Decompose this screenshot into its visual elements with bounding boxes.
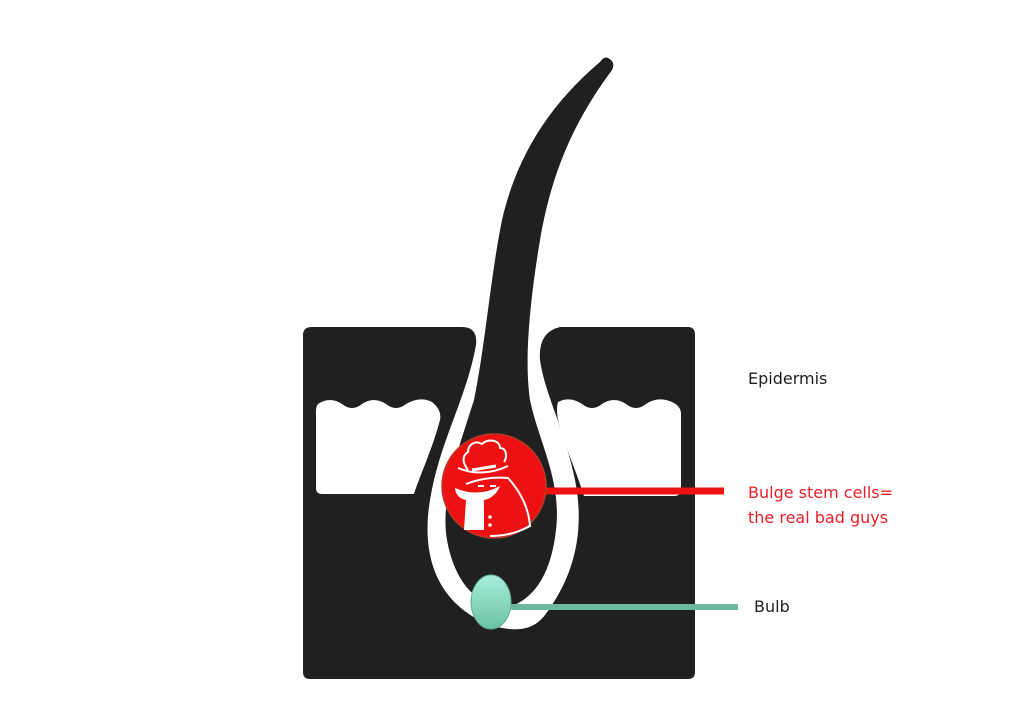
epidermis-left <box>316 399 441 494</box>
bulge-stem-cells-marker <box>441 433 547 539</box>
spy-scarf <box>455 486 500 530</box>
epidermis-label: Epidermis <box>748 369 828 388</box>
bulge-label-line1: Bulge stem cells= <box>748 483 894 502</box>
bulge-label-line2: the real bad guys <box>748 508 889 527</box>
spy-figure-icon <box>457 439 532 537</box>
bulb-oval-icon <box>470 574 512 630</box>
epidermis-right <box>557 399 681 496</box>
bulb-label: Bulb <box>754 597 790 616</box>
